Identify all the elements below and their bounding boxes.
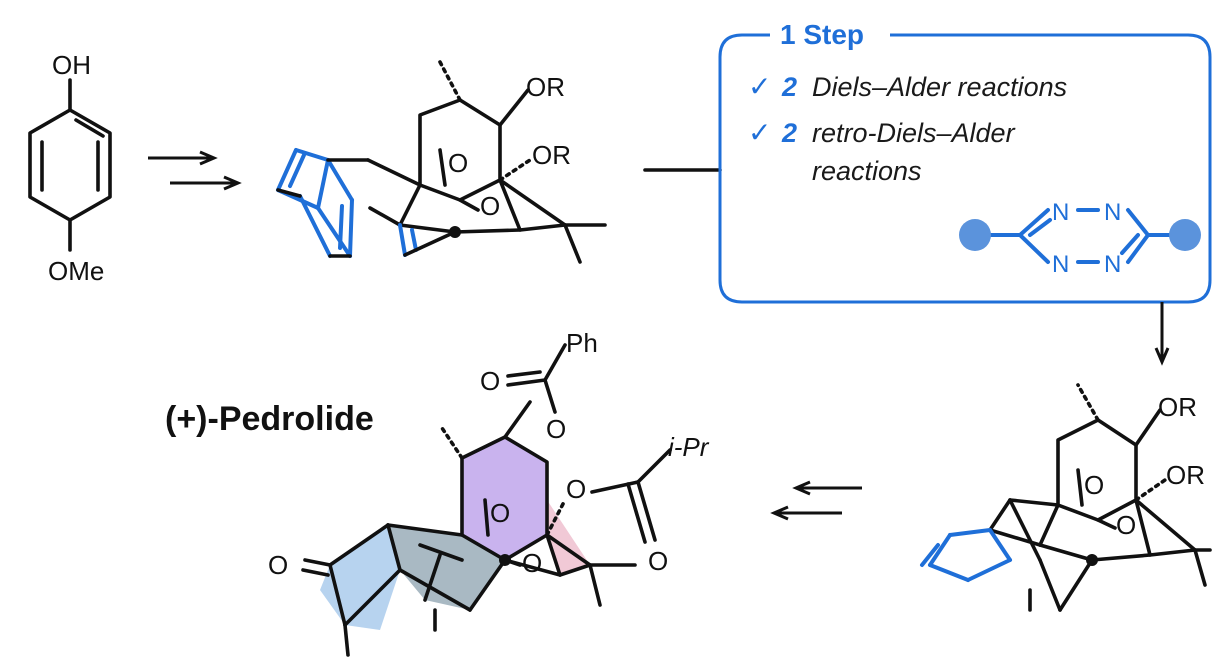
methoxy-label: OMe [48,256,104,286]
lactone-oxygen-2: O [522,548,542,578]
carbonyl-oxygen-1: O [480,366,500,396]
multi-step-arrow-1 [148,150,242,191]
check-icon: ✓ [748,116,771,149]
purple-ring-fill [462,437,547,560]
or-label-4: OR [1166,460,1205,490]
lactone-o-1: O [448,148,468,178]
stereocenter-dot [449,226,461,238]
or-label-2: OR [532,140,571,170]
substituent-sphere [959,219,991,251]
step-box-title: 1 Step [780,19,864,50]
product-name: (+)-Pedrolide [165,400,374,438]
hydroxyl-label: OH [52,50,91,80]
n-atom: N [1052,199,1069,226]
or-label-3: OR [1158,392,1197,422]
lactone-o-4: O [1116,510,1136,540]
tetrazine-reagent: N N N N [959,199,1201,278]
ester-oxygen-1: O [546,414,566,444]
check-icon: ✓ [748,70,771,103]
bicyclic-diene [276,148,354,258]
count-2: 2 [781,118,797,148]
item-text-1: Diels–Alder reactions [812,72,1067,102]
item-text-2: retro-Diels–Alder [812,118,1016,148]
substituent-sphere [1169,219,1201,251]
multi-step-arrow-2 [770,480,862,521]
step-box-border [718,33,1212,304]
or-label-1: OR [526,72,565,102]
step-box: 1 Step ✓ 2 Diels–Alder reactions ✓ 2 ret… [718,19,1212,304]
count-1: 2 [781,72,797,102]
starting-material: OH OMe [28,50,112,286]
lactone-oxygen-1: O [490,498,510,528]
lactone-o-3: O [1084,470,1104,500]
intermediate-2: OR OR O O [920,383,1212,612]
ketone-oxygen: O [268,550,288,580]
ester-oxygen-2: O [566,474,586,504]
item-text-2-line2: reactions [812,156,922,186]
carbonyl-oxygen-2: O [648,546,668,576]
intermediate-1: OR OR O O [276,60,607,264]
isopropyl-label: i-Pr [668,432,710,462]
lactone-o-2: O [480,191,500,221]
phenyl-label: Ph [566,328,598,358]
n-atom: N [1104,251,1121,278]
product: (+)-Pedrolide O O Ph O O i-Pr O O [165,328,710,657]
gray-ring-fill [388,525,505,610]
down-arrow [1154,302,1170,366]
n-atom: N [1052,251,1069,278]
n-atom: N [1104,199,1121,226]
aromatic-double-bond [74,118,105,138]
